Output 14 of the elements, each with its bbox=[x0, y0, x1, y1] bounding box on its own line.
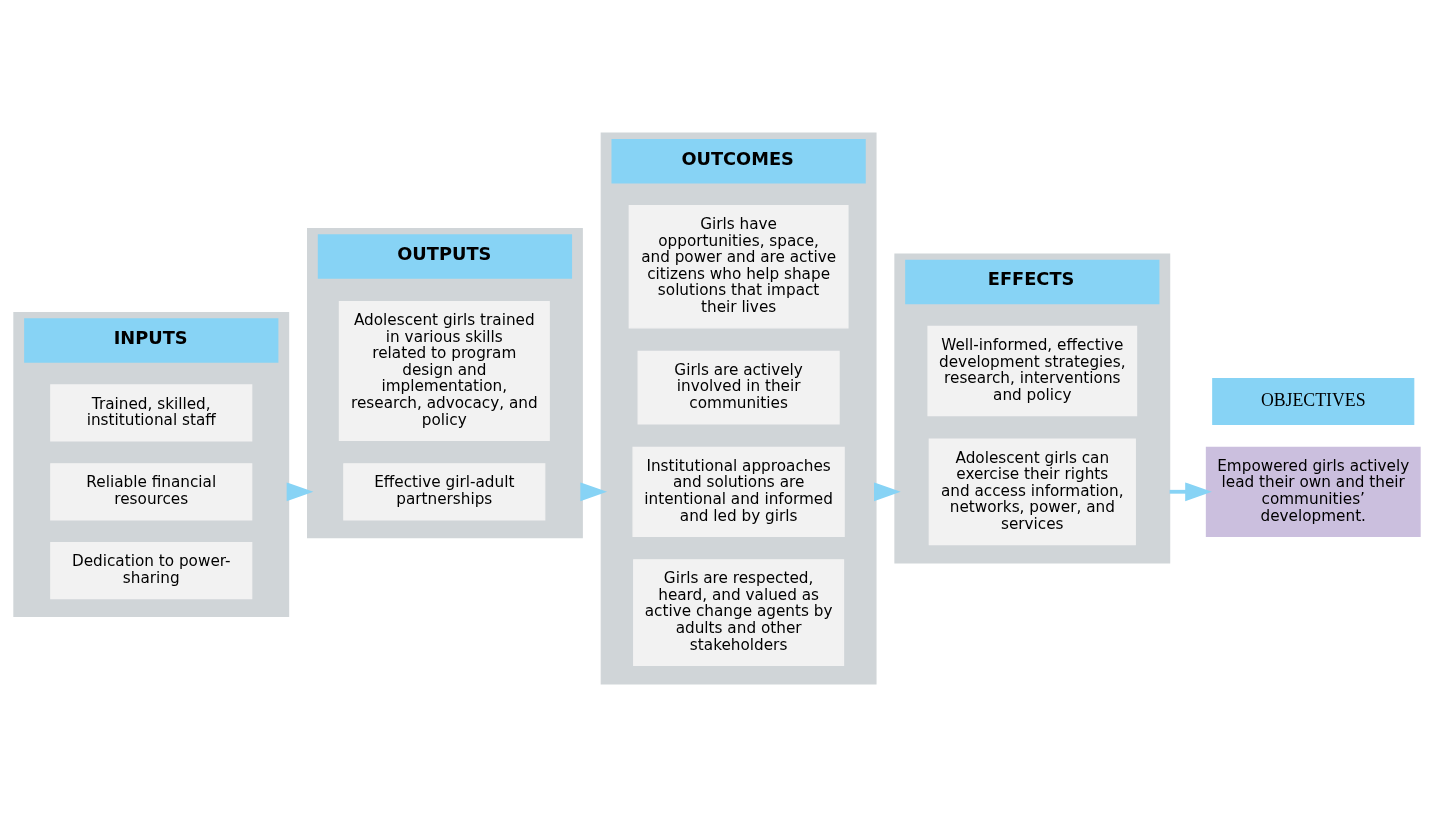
node-box: Adolescent girls trained in various skills related to program design and implementation, research, advocacy, and policy bbox=[338, 301, 550, 441]
node-box: Girls are respected, heard, and valued as active change agents by adults and other stakeholders bbox=[633, 559, 845, 666]
node-box: Girls have opportunities, space, and power and are active citizens who help shape solutions that impact their lives bbox=[628, 205, 849, 329]
arrow bbox=[1169, 482, 1212, 502]
node-box: Well-informed, effective development strategies, research, interventions and policy bbox=[927, 325, 1138, 417]
node-box: Dedication to power-sharing bbox=[50, 542, 253, 600]
node-box: Institutional approaches and solutions are intentional and informed and led by girls bbox=[632, 446, 845, 537]
node-box: OBJECTIVES bbox=[1212, 378, 1415, 426]
node-box: Trained, skilled, institutional staff bbox=[50, 384, 253, 442]
node-box: Effective girl-adult partnerships bbox=[343, 463, 546, 521]
node-box: Adolescent girls can exercise their rights and access information, networks, power, and services bbox=[928, 438, 1136, 546]
node-box: Reliable financial resources bbox=[50, 463, 253, 521]
node-box: Empowered girls actively lead their own and their communities’ development. bbox=[1205, 446, 1421, 537]
node-box: Girls are actively involved in their communities bbox=[637, 350, 840, 425]
